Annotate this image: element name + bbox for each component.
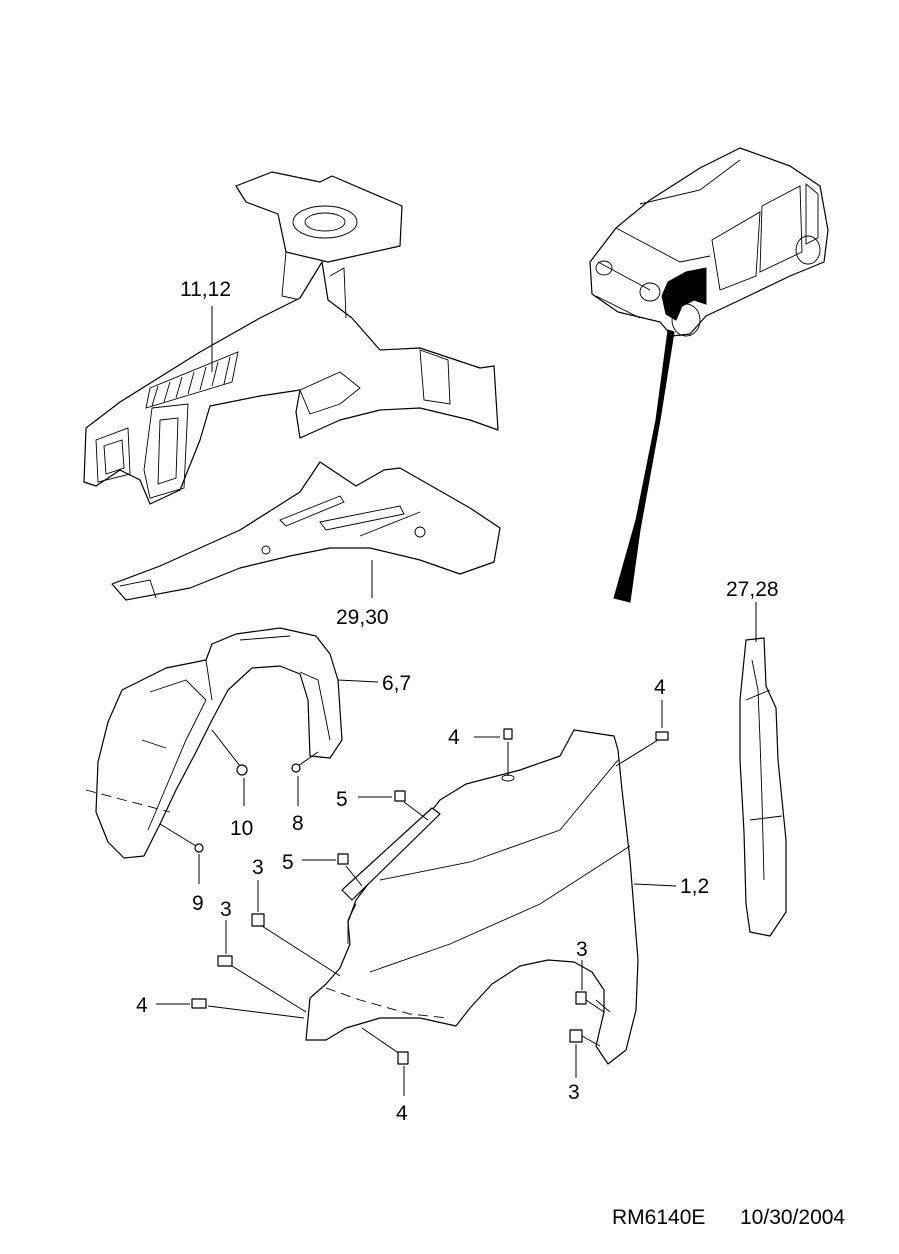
screw-8-icon <box>291 751 319 806</box>
callout-fender: 1,2 <box>680 875 709 898</box>
callout-bolt-5-lower: 5 <box>282 851 294 874</box>
vehicle-locator-car <box>589 147 829 603</box>
apron-reinforcement <box>111 461 501 601</box>
fender-liner <box>85 627 343 859</box>
bolt-4-bottom-icon <box>361 1027 409 1096</box>
callout-apron-reinforcement: 29,30 <box>336 606 389 629</box>
callout-bolt-4-right: 4 <box>654 676 666 699</box>
leader-liner <box>337 679 379 683</box>
screw-10-icon <box>211 729 248 806</box>
bolt-4-top-icon <box>474 728 513 776</box>
clip-3-b-icon <box>217 920 307 1013</box>
callout-bolt-5-upper: 5 <box>336 788 348 811</box>
callout-clip-3-a: 3 <box>252 856 264 879</box>
clip-3-a-icon <box>251 880 341 977</box>
bolt-4-left-icon <box>156 998 305 1019</box>
bolt-5-upper-icon <box>358 790 429 821</box>
footer-date: 10/30/2004 <box>740 1206 845 1229</box>
callout-clip-3-b: 3 <box>220 898 232 921</box>
callout-bolt-4-left: 4 <box>136 994 148 1017</box>
callout-bolt-4-bottom: 4 <box>396 1102 408 1125</box>
footer-ref-code: RM6140E <box>612 1206 705 1229</box>
clip-3-d-icon <box>569 1029 601 1078</box>
bolt-5-lower-icon <box>302 853 363 887</box>
fender-seal <box>739 637 787 937</box>
callout-screw-10: 10 <box>230 817 253 840</box>
fender <box>305 729 639 1065</box>
screw-9-icon <box>159 823 204 884</box>
callout-wheelhouse-panel: 11,12 <box>180 278 231 301</box>
callout-clip-3-c: 3 <box>576 938 588 961</box>
wheelhouse-panel <box>83 171 499 505</box>
callout-fender-seal: 27,28 <box>726 578 779 601</box>
callout-screw-9: 9 <box>192 892 204 915</box>
callout-bolt-4-top: 4 <box>448 726 460 749</box>
callout-clip-3-d: 3 <box>568 1081 580 1104</box>
callout-screw-8: 8 <box>292 812 304 835</box>
callout-fender-liner: 6,7 <box>382 672 411 695</box>
clip-3-c-icon <box>575 960 605 1013</box>
leader-fender <box>633 883 677 887</box>
bolt-4-right-icon <box>615 700 669 767</box>
